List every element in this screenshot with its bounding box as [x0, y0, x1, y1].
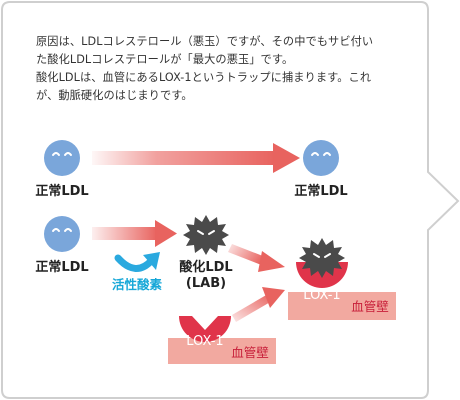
arrow-normal-to-normal — [92, 143, 300, 173]
oxidized-ldl-icon — [299, 238, 345, 278]
arrow-lox1-to-lox1 — [232, 287, 285, 322]
lox1-label: LOX-1 — [303, 288, 340, 303]
oxidized-ldl-sublabel: (LAB) — [186, 276, 226, 291]
description-line: た酸化LDLコレステロールが「最大の悪玉」です。 — [36, 53, 294, 66]
normal-ldl-label: 正常LDL — [35, 259, 88, 275]
vessel-wall-right — [288, 292, 396, 320]
oxidized-ldl-label: 酸化LDL — [179, 259, 232, 275]
lox1-label: LOX-1 — [186, 334, 223, 349]
normal-ldl-label: 正常LDL — [35, 183, 88, 199]
arrow-normal-to-oxidized — [92, 220, 177, 247]
ros-label: 活性酸素 — [112, 277, 163, 292]
vessel-wall-lower — [168, 338, 276, 364]
ldl-particle-icon — [303, 140, 339, 176]
description-line: 酸化LDLは、血管にあるLOX-1というトラップに捕まります。これ — [36, 71, 372, 84]
ros-curved-arrow-icon — [114, 252, 160, 272]
oxidized-ldl-icon — [183, 215, 229, 255]
description-line: が、動脈硬化のはじまりです。 — [36, 89, 193, 102]
vessel-wall-label: 血管壁 — [231, 345, 269, 360]
vessel-wall-label: 血管壁 — [351, 299, 389, 314]
ldl-particle-icon — [44, 140, 80, 176]
description-line: 原因は、LDLコレステロール（悪玉）ですが、その中でもサビ付い — [36, 35, 374, 48]
ldl-particle-icon — [44, 216, 80, 252]
arrow-oxidized-to-lox1 — [228, 244, 285, 272]
lox1-receptor-icon — [179, 316, 231, 342]
normal-ldl-label: 正常LDL — [294, 183, 347, 199]
